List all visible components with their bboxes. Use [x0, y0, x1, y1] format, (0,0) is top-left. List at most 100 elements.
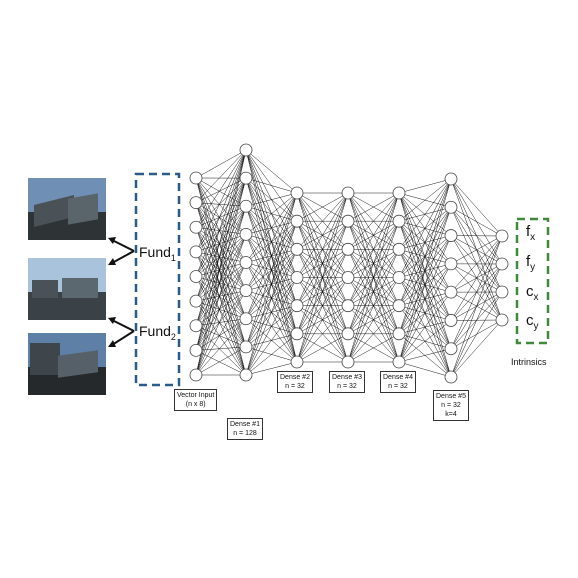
fund2-base: Fund — [139, 323, 171, 339]
edge-l0-3-to-6 — [195, 251, 247, 319]
edge-l0-8-to-0 — [195, 149, 247, 376]
arrowhead-4 — [108, 340, 116, 347]
edge-l4-0-to-0 — [398, 178, 452, 194]
node-layer0-8 — [189, 368, 203, 382]
edge-l0-7-to-5 — [195, 290, 247, 351]
node-layer3-4 — [341, 299, 355, 313]
edge-l0-1-to-5 — [195, 202, 247, 291]
node-layer5-2 — [444, 229, 458, 242]
fx-base: f — [526, 223, 531, 240]
edge-l1-8-to-2 — [245, 249, 298, 376]
edge-l0-3-to-5 — [195, 251, 247, 291]
input-image-2 — [28, 258, 106, 320]
edge-l0-3-to-1 — [195, 177, 247, 253]
edge-l2-6-to-4 — [296, 305, 349, 363]
cx-sub: x — [533, 292, 539, 303]
edge-l0-1-to-8 — [195, 202, 247, 376]
input-image-1 — [28, 178, 106, 240]
edge-l0-7-to-7 — [195, 346, 247, 351]
edge-l0-7-to-0 — [195, 149, 247, 351]
node-layer0-1 — [189, 196, 203, 210]
edge-l2-6-to-5 — [296, 333, 349, 363]
edge-l5-4-to-0 — [450, 235, 503, 293]
edge-l2-4-to-0 — [296, 192, 349, 306]
edge-l0-2-to-6 — [195, 227, 247, 319]
edge-l0-8-to-1 — [195, 178, 247, 376]
arrowhead-3 — [108, 317, 116, 324]
fund2-label: Fund2 — [139, 323, 176, 342]
node-layer0-2 — [189, 220, 203, 234]
edge-l0-4-to-8 — [195, 276, 247, 376]
arrow-fund1-to-image1 — [111, 239, 135, 252]
cy-sub: y — [533, 321, 539, 332]
node-layer1-8 — [239, 368, 253, 382]
edge-l0-1-to-1 — [195, 177, 247, 203]
node-layer1-5 — [239, 284, 253, 298]
edge-l5-7-to-3 — [450, 319, 503, 378]
node-layer5-3 — [444, 257, 458, 271]
node-layer1-0 — [239, 143, 253, 157]
edge-l0-0-to-0 — [195, 149, 247, 179]
edge-l2-1-to-0 — [296, 192, 349, 222]
node-layer2-2 — [290, 242, 304, 256]
output-cy: cy — [526, 312, 539, 332]
node-layer4-3 — [392, 271, 406, 284]
edge-l0-1-to-2 — [195, 202, 247, 207]
edge-l0-4-to-6 — [195, 276, 247, 319]
edge-l0-4-to-1 — [195, 178, 247, 277]
edge-l0-5-to-3 — [195, 234, 247, 302]
edge-l0-4-to-0 — [195, 149, 247, 277]
node-layer3-3 — [341, 271, 355, 284]
node-layer3-0 — [341, 186, 355, 200]
edge-l3-6-to-3 — [347, 277, 400, 363]
node-layer2-5 — [290, 327, 304, 341]
layer-name: Dense #2 — [280, 374, 310, 381]
fx-sub: x — [530, 232, 536, 243]
edge-l5-7-to-1 — [450, 263, 503, 378]
node-layer4-5 — [392, 327, 406, 341]
edge-l3-6-to-4 — [347, 305, 400, 363]
edge-l0-0-to-6 — [195, 177, 247, 319]
layer-detail: n = 32 — [388, 383, 408, 390]
edge-l0-2-to-7 — [195, 227, 247, 347]
node-layer3-5 — [341, 327, 355, 341]
layer-label-dense2: Dense #2 n = 32 — [277, 371, 313, 393]
layer-detail: n = 32 — [337, 383, 357, 390]
edge-l0-8-to-3 — [195, 234, 247, 376]
edge-l0-5-to-1 — [195, 178, 247, 302]
edge-l0-8-to-5 — [195, 290, 247, 376]
edge-l0-1-to-7 — [195, 202, 247, 347]
edge-l1-2-to-0 — [245, 192, 298, 207]
edge-l0-2-to-2 — [195, 206, 247, 228]
edge-l0-2-to-8 — [195, 227, 247, 376]
edge-l4-6-to-2 — [398, 235, 452, 363]
edge-l2-6-to-0 — [296, 192, 349, 363]
layer-label-dense3: Dense #3 n = 32 — [329, 371, 365, 393]
edge-l0-2-to-5 — [195, 227, 247, 291]
edge-l0-7-to-6 — [195, 318, 247, 351]
edge-l3-6-to-0 — [347, 192, 400, 363]
node-layer2-0 — [290, 186, 304, 200]
arrow-fund1-to-image2 — [111, 250, 135, 264]
node-layer0-6 — [189, 319, 203, 333]
node-layer2-3 — [290, 271, 304, 284]
node-layer6-1 — [495, 257, 509, 271]
edge-l0-8-to-6 — [195, 318, 247, 376]
edge-l0-4-to-5 — [195, 276, 247, 291]
edge-l2-5-to-0 — [296, 192, 349, 334]
arrowhead-1 — [108, 237, 116, 244]
layer-name: Dense #3 — [332, 374, 362, 381]
edge-l0-5-to-2 — [195, 206, 247, 302]
edge-l5-1-to-0 — [450, 207, 503, 237]
edge-l4-6-to-7 — [398, 361, 452, 378]
edge-l0-7-to-2 — [195, 206, 247, 351]
edge-l1-8-to-5 — [245, 333, 298, 376]
node-layer5-7 — [444, 370, 458, 384]
node-layer3-6 — [341, 355, 355, 369]
edge-l2-6-to-1 — [296, 221, 349, 363]
edge-l4-6-to-0 — [398, 178, 452, 363]
layer-detail: n = 32 — [285, 383, 305, 390]
edge-l0-5-to-0 — [195, 149, 247, 302]
fund2-sub: 2 — [170, 331, 176, 342]
